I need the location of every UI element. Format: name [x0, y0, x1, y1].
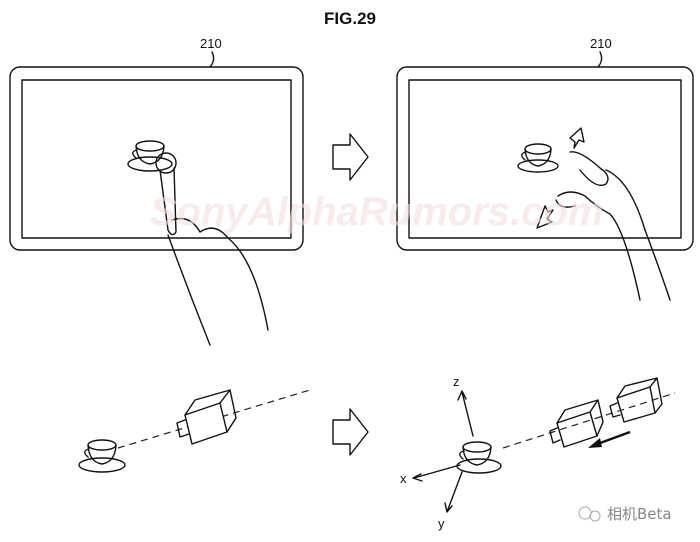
- transition-arrow-icon: [332, 408, 369, 456]
- camera-icon-moved: [549, 399, 604, 448]
- cup-icon: [78, 439, 126, 473]
- tablet-screen: [408, 79, 682, 239]
- expand-arrow-up-icon: [569, 127, 585, 149]
- figure-title: FIG.29: [324, 9, 376, 28]
- chat-bubble-icon: [578, 506, 592, 520]
- tablet-screen: [21, 79, 292, 239]
- movement-arrowhead-icon: [588, 438, 602, 448]
- leader-line: [209, 51, 215, 68]
- tablet-frame: [396, 66, 694, 251]
- expand-arrow-down-icon: [536, 205, 554, 229]
- pinch-hand-icon: [555, 151, 671, 301]
- axis-label-z: z: [453, 374, 460, 389]
- axes: z x y: [400, 374, 474, 531]
- axis-label-y: y: [438, 516, 445, 531]
- watermark-text: SonyAlphaRumors.com: [150, 190, 603, 234]
- cup-icon: [517, 143, 559, 173]
- cup-icon: [456, 441, 502, 474]
- transition-arrow-icon: [332, 133, 369, 181]
- axis-label-x: x: [400, 471, 407, 486]
- leader-line: [597, 51, 603, 68]
- reference-label-210: 210: [590, 36, 612, 51]
- reference-label-210: 210: [200, 36, 222, 51]
- tablet-left: 210: [9, 36, 304, 346]
- tablet-frame: [9, 66, 304, 251]
- hand-touch-icon: [155, 152, 269, 346]
- camera-icon: [176, 389, 237, 445]
- camera-scene-after: z x y: [400, 374, 676, 531]
- camera-scene-before: [78, 389, 311, 473]
- tablet-right: 210: [396, 36, 694, 301]
- camera-icon-original: [609, 377, 663, 423]
- brand-text: 相机Beta: [607, 505, 672, 523]
- line-of-sight: [502, 392, 676, 449]
- cup-icon: [127, 140, 173, 172]
- brand-mark: 相机Beta: [578, 505, 672, 523]
